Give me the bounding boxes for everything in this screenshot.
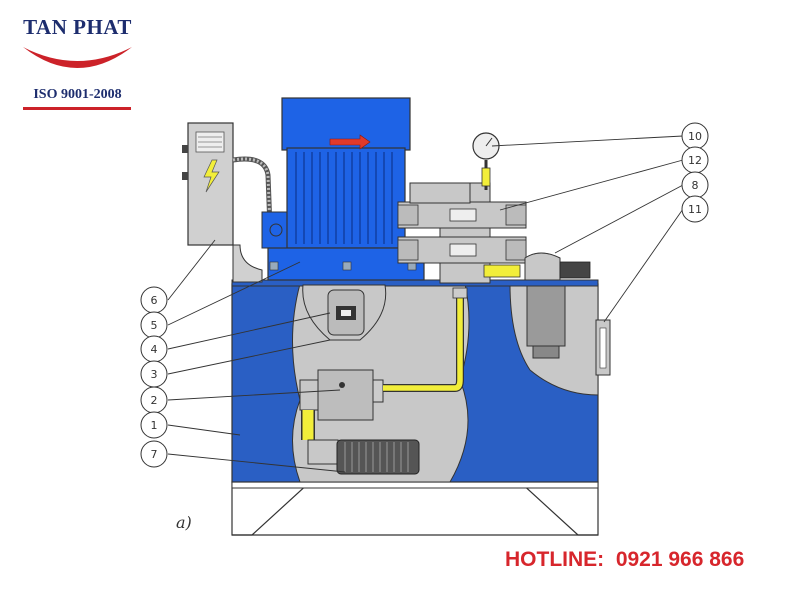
leader-lines — [167, 135, 684, 473]
bolt-icon — [342, 261, 352, 271]
solenoid-icon — [505, 239, 527, 261]
return-filter — [526, 285, 566, 347]
svg-text:11: 11 — [688, 203, 702, 216]
rotation-arrow-icon — [329, 134, 371, 150]
solenoid-icon — [397, 239, 419, 261]
logo-company-name: TAN PHAT — [23, 15, 132, 39]
hotline-label: HOTLINE: — [505, 548, 605, 571]
callout-2: 2 — [140, 386, 168, 414]
gauge-valve — [481, 167, 491, 187]
motor-cooling-fins — [295, 152, 393, 244]
figure-label: a) — [176, 513, 192, 532]
box-stand — [232, 244, 263, 283]
svg-text:4: 4 — [151, 343, 158, 356]
tank-cover — [231, 279, 599, 287]
pipe-fitting — [452, 287, 468, 299]
terminal-gland-icon — [269, 223, 283, 237]
solenoid-icon — [505, 204, 527, 226]
breather-cap — [524, 252, 561, 281]
suction-elbow — [307, 439, 339, 465]
bolt-icon — [269, 261, 279, 271]
base-frame — [231, 481, 599, 536]
hotline-banner: HOTLINE: 0921 966 866 — [505, 548, 744, 572]
breather-housing — [559, 261, 591, 279]
motor-body — [286, 147, 406, 249]
callout-4: 4 — [140, 335, 168, 363]
pump-bolt-icon — [339, 382, 345, 388]
svg-text:10: 10 — [688, 130, 702, 143]
callout-8: 8 — [681, 171, 709, 199]
box-gland-icon — [182, 172, 188, 180]
callout-5: 5 — [140, 311, 168, 339]
solenoid-icon — [397, 204, 419, 226]
box-gland-icon — [182, 145, 188, 153]
callout-7: 7 — [140, 440, 168, 468]
callout-1: 1 — [140, 411, 168, 439]
svg-text:8: 8 — [692, 179, 699, 192]
svg-text:5: 5 — [151, 319, 158, 332]
hose-fitting — [483, 264, 521, 278]
logo-underline — [23, 107, 131, 110]
hotline-number[interactable]: 0921 966 866 — [615, 548, 745, 571]
company-logo: TAN PHAT ISO 9001-2008 — [20, 15, 135, 115]
callout-6: 6 — [140, 286, 168, 314]
hydraulic-pump — [317, 369, 374, 421]
svg-text:2: 2 — [151, 394, 158, 407]
svg-text:7: 7 — [151, 448, 158, 461]
suction-strainer — [336, 439, 420, 475]
base-plate — [231, 481, 599, 489]
svg-text:3: 3 — [151, 368, 158, 381]
callout-3: 3 — [140, 360, 168, 388]
logo-swoosh-icon — [23, 47, 132, 68]
pump-shaft-end — [299, 379, 319, 411]
callout-11: 11 — [681, 195, 709, 223]
svg-text:1: 1 — [151, 419, 158, 432]
callout-10: 10 — [681, 122, 709, 150]
logo-certification: ISO 9001-2008 — [33, 87, 122, 102]
pump-port — [372, 379, 384, 403]
callout-12: 12 — [681, 146, 709, 174]
svg-text:6: 6 — [151, 294, 158, 307]
valve-base-block — [409, 182, 471, 204]
lightning-icon — [203, 159, 220, 193]
svg-text:12: 12 — [688, 154, 702, 167]
